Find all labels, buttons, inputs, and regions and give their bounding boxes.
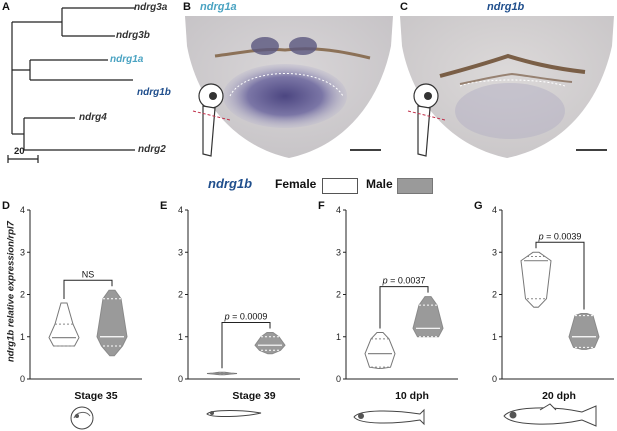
juvenile-20dph-icon xyxy=(503,403,597,427)
significance-bracket-d xyxy=(63,279,113,299)
violin-male-g xyxy=(568,312,600,350)
y-tick-label-e: 1 xyxy=(178,332,183,342)
significance-bracket-f xyxy=(379,286,429,329)
significance-label-e: p = 0.0009 xyxy=(224,312,268,322)
legend-male-swatch xyxy=(397,178,433,194)
y-tick-label-f: 2 xyxy=(336,290,341,300)
larva-stage39-icon xyxy=(206,410,262,417)
violin-chart-d: 0 1 2 3 4NS xyxy=(20,205,142,384)
significance-label-f: p = 0.0037 xyxy=(382,276,426,286)
violin-female-f xyxy=(364,331,396,369)
y-tick-label-f: 4 xyxy=(336,205,341,215)
y-tick-label-e: 3 xyxy=(178,247,183,257)
legend-female-label: Female xyxy=(275,177,317,191)
tree-scale-label: 20 xyxy=(14,146,25,157)
micrograph-b-title: ndrg1a xyxy=(200,1,237,13)
significance-bracket-e xyxy=(221,322,271,369)
y-tick-label-g: 2 xyxy=(492,290,497,300)
y-tick-label-d: 0 xyxy=(20,374,25,384)
tree-leaf-ndrg3b: ndrg3b xyxy=(116,30,150,41)
legend-gene-title: ndrg1b xyxy=(208,176,253,191)
violin-male-f xyxy=(412,296,444,338)
tree-leaf-ndrg1a: ndrg1a xyxy=(110,54,144,65)
stage-label-e: Stage 39 xyxy=(232,390,276,402)
y-tick-label-e: 4 xyxy=(178,205,183,215)
tree-leaf-ndrg4: ndrg4 xyxy=(79,112,107,123)
y-tick-label-f: 1 xyxy=(336,332,341,342)
violin-chart-g: 0 1 2 3 4 p = 0.0039 xyxy=(492,205,614,384)
larva-10dph-icon xyxy=(353,408,425,426)
micrograph-b xyxy=(185,16,393,158)
y-tick-label-g: 3 xyxy=(492,247,497,257)
y-tick-label-e: 2 xyxy=(178,290,183,300)
significance-bracket-g xyxy=(535,241,585,310)
violin-male-d xyxy=(96,289,128,357)
panel-label-b: B xyxy=(183,1,191,13)
legend-male-label: Male xyxy=(366,177,393,191)
tree-leaf-ndrg1b: ndrg1b xyxy=(137,87,171,98)
embryo-stage35-icon xyxy=(70,406,94,430)
significance-label-g: p = 0.0039 xyxy=(538,231,582,241)
y-tick-label-g: 0 xyxy=(492,374,497,384)
y-tick-label-f: 3 xyxy=(336,247,341,257)
y-tick-label-d: 4 xyxy=(20,205,25,215)
micrograph-c-title: ndrg1b xyxy=(487,1,525,13)
violin-male-e xyxy=(254,331,286,355)
violin-chart-e: 0 1 2 3 4 p = 0.0009 xyxy=(178,205,300,384)
y-tick-label-g: 1 xyxy=(492,332,497,342)
violin-chart-f: 0 1 2 3 4 p = 0.0037 xyxy=(336,205,458,384)
panel-label-c: C xyxy=(400,1,408,13)
y-tick-label-g: 4 xyxy=(492,205,497,215)
tree-leaf-ndrg3a: ndrg3a xyxy=(134,2,168,13)
stage-label-f: 10 dph xyxy=(395,390,429,402)
phylogenetic-tree xyxy=(7,7,135,163)
stage-label-g: 20 dph xyxy=(542,390,576,402)
panel-label-g: G xyxy=(474,200,483,212)
y-tick-label-d: 2 xyxy=(20,290,25,300)
panel-label-a: A xyxy=(2,1,10,13)
violin-female-g xyxy=(520,251,552,308)
stage-label-d: Stage 35 xyxy=(74,390,118,402)
micrograph-c xyxy=(400,16,614,158)
panel-label-d: D xyxy=(2,200,10,212)
y-tick-label-f: 0 xyxy=(336,374,341,384)
y-tick-label-d: 3 xyxy=(20,247,25,257)
y-tick-label-d: 1 xyxy=(20,332,25,342)
tree-leaf-ndrg2: ndrg2 xyxy=(138,144,166,155)
y-tick-label-e: 0 xyxy=(178,374,183,384)
panel-label-f: F xyxy=(318,200,325,212)
significance-label-d: NS xyxy=(82,269,95,279)
panel-label-e: E xyxy=(160,200,168,212)
y-axis-label: ndrg1b relative expression/rpl7 xyxy=(5,221,17,362)
legend-female-swatch xyxy=(322,178,358,194)
